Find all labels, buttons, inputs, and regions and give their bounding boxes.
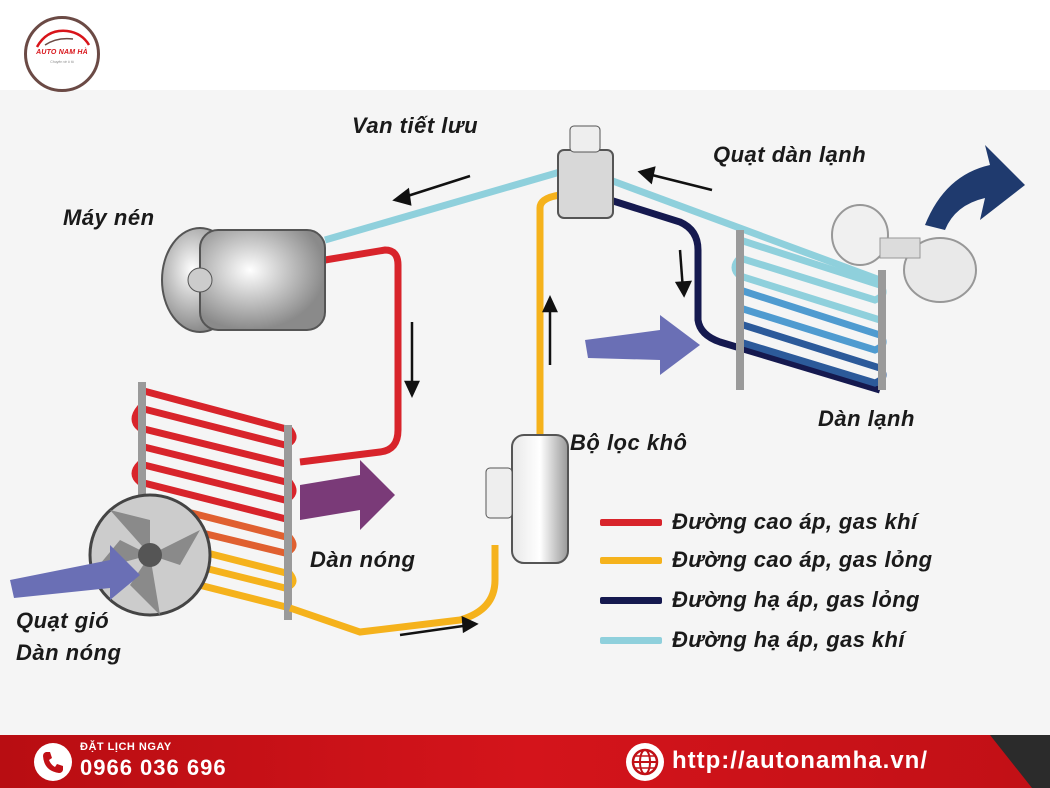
flow-arrows xyxy=(392,166,713,637)
legend-item-low-liquid: Đường hạ áp, gas lỏng xyxy=(600,584,920,616)
legend-label: Đường hạ áp, gas lỏng xyxy=(672,587,920,612)
hot-air-outflow-arrow xyxy=(300,460,395,530)
car-logo-icon xyxy=(35,29,91,48)
label-compressor: Máy nén xyxy=(63,205,155,230)
brand-tagline: Chuyên về ô tô xyxy=(50,60,74,64)
label-evaporator: Dàn lạnh xyxy=(818,406,915,431)
condenser-fan xyxy=(88,493,212,617)
high-pressure-liquid-line xyxy=(288,545,499,636)
label-condenser: Dàn nóng xyxy=(310,547,416,572)
header: AUTO NAM HÀ Chuyên về ô tô xyxy=(0,0,1050,92)
phone-button[interactable] xyxy=(34,743,72,781)
legend-swatch xyxy=(600,556,662,564)
website-link[interactable]: http://autonamha.vn/ xyxy=(672,747,928,774)
cold-air-outflow-arrow xyxy=(925,145,1025,230)
brand-logo[interactable]: AUTO NAM HÀ Chuyên về ô tô xyxy=(24,16,100,92)
website-button[interactable] xyxy=(626,743,664,781)
evaporator-inflow-arrow xyxy=(585,315,700,375)
book-now-label: ĐẶT LỊCH NGAY xyxy=(80,741,172,753)
legend-label: Đường cao áp, gas khí xyxy=(672,509,918,534)
low-pressure-liquid-line xyxy=(608,196,882,394)
label-condenser-fan-line2: Dàn nóng xyxy=(16,640,122,665)
compressor xyxy=(161,227,326,333)
label-evaporator-fan: Quạt dàn lạnh xyxy=(713,142,867,167)
legend-swatch xyxy=(600,596,662,604)
legend-label: Đường cao áp, gas lỏng xyxy=(672,547,933,572)
legend-swatch xyxy=(600,518,662,526)
legend-item-high-gas: Đường cao áp, gas khí xyxy=(600,506,917,538)
low-pressure-gas-line xyxy=(324,168,561,244)
label-condenser-fan-line1: Quạt gió xyxy=(16,608,110,633)
evaporator-blower xyxy=(831,204,977,303)
ac-system-diagram: Van tiết lưu Quạt dàn lạnh Máy nén Bộ lọ… xyxy=(0,90,1050,735)
legend-label: Đường hạ áp, gas khí xyxy=(672,627,905,652)
label-expansion-valve: Van tiết lưu xyxy=(352,113,479,138)
air-inflow-arrow xyxy=(10,545,140,600)
brand-name: AUTO NAM HÀ xyxy=(36,49,88,56)
phone-number-link[interactable]: 0966 036 696 xyxy=(80,755,227,780)
label-receiver-drier: Bộ lọc khô xyxy=(570,430,688,455)
expansion-valve xyxy=(557,125,614,219)
high-pressure-gas-line xyxy=(299,246,402,466)
footer-bar xyxy=(0,735,1050,788)
legend-item-low-gas: Đường hạ áp, gas khí xyxy=(600,624,905,656)
phone-icon xyxy=(43,752,63,773)
receiver-drier xyxy=(485,434,569,564)
legend-swatch xyxy=(600,636,662,644)
legend-item-high-liquid: Đường cao áp, gas lỏng xyxy=(600,544,933,576)
globe-icon xyxy=(631,748,659,776)
